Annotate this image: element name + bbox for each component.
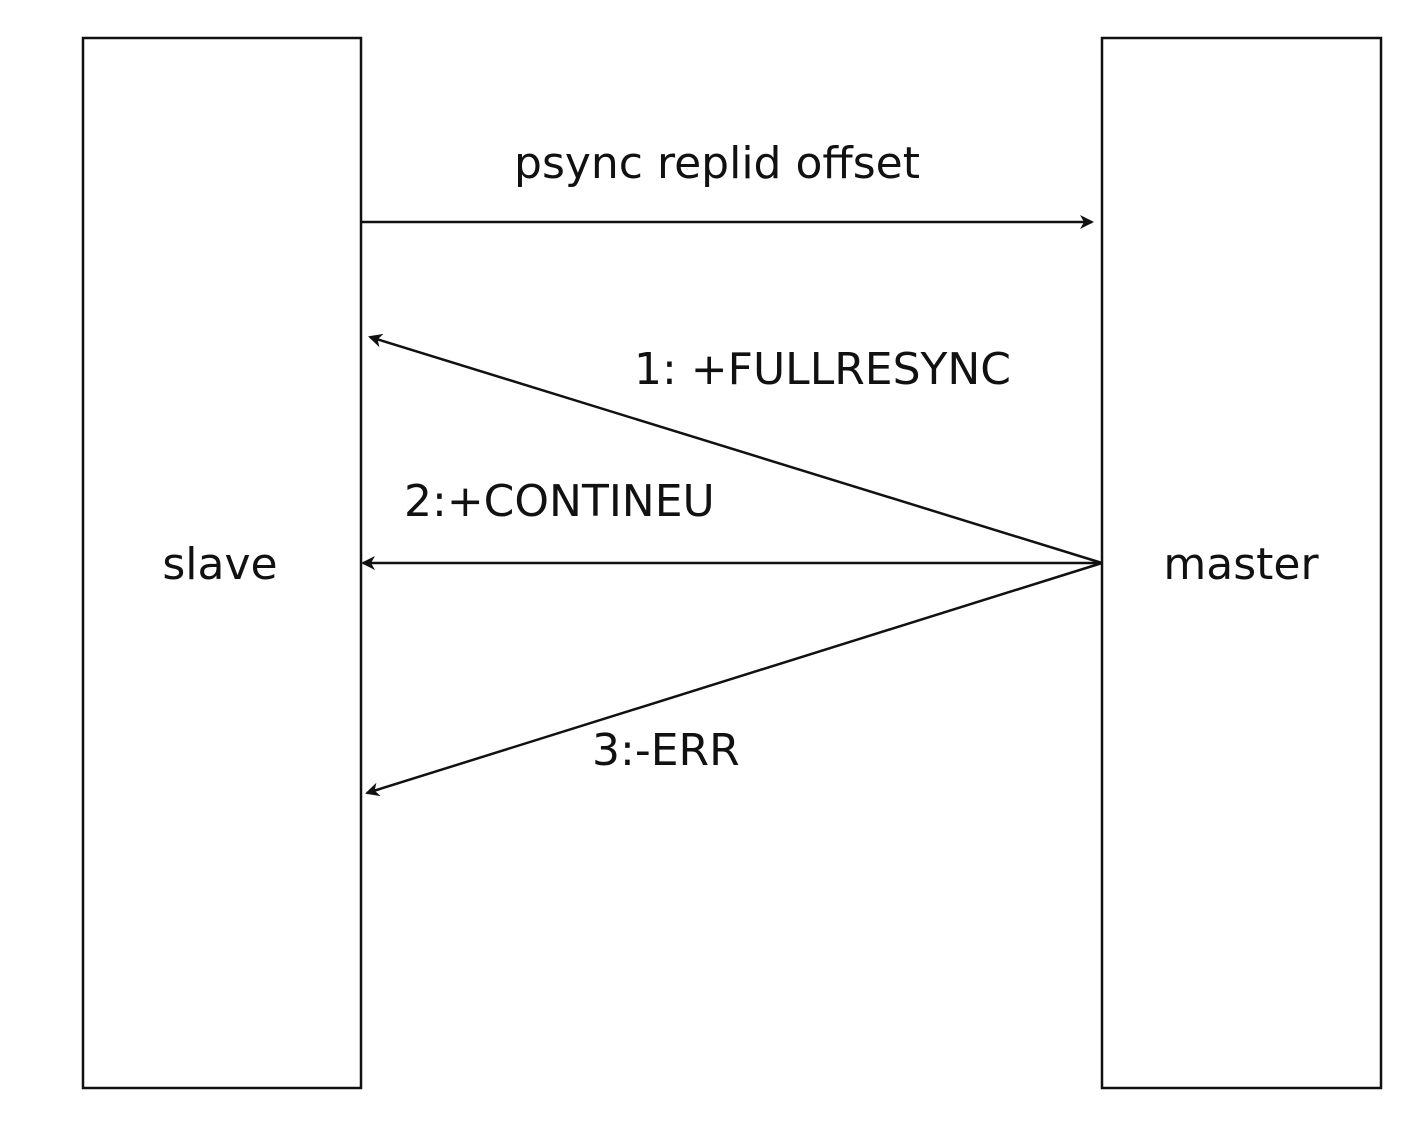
slave-box [81, 36, 363, 1090]
psync-label: psync replid offset [514, 138, 920, 189]
continue-label: 2:+CONTINEU [404, 476, 715, 527]
err-edge: 3:-ERR [365, 561, 1103, 797]
master-label: master [1163, 539, 1319, 590]
slave-node: slave [81, 36, 363, 1090]
fullresync-edge: 1: +FULLRESYNC [368, 333, 1103, 565]
master-box [1100, 36, 1383, 1090]
slave-label: slave [162, 539, 277, 590]
err-label: 3:-ERR [592, 725, 740, 776]
fullresync-label: 1: +FULLRESYNC [634, 344, 1011, 395]
continue-edge: 2:+CONTINEU [361, 476, 1102, 570]
master-node: master [1100, 36, 1383, 1090]
err-arrow [365, 561, 1103, 797]
psync-edge: psync replid offset [361, 138, 1094, 229]
fullresync-arrow [368, 333, 1103, 565]
